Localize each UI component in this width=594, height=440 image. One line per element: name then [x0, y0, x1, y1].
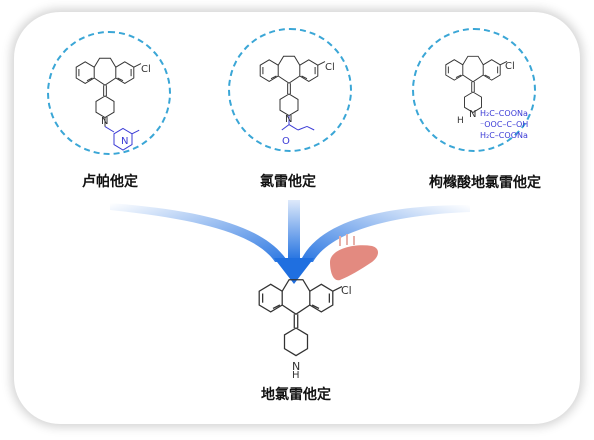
label-desloratadine-citrate: 枸橼酸地氯雷他定: [429, 175, 541, 191]
structure-rupatadine: [75, 57, 142, 151]
citrate-line-1: H₂C–COONa: [480, 109, 528, 118]
compound-circle-rupatadine: [47, 31, 171, 155]
atom-cl-2: Cl: [325, 62, 335, 73]
arrow-from-loratadine: [288, 200, 300, 262]
label-rupatadine: 卢帕他定: [82, 174, 138, 190]
arrow-head: [274, 258, 314, 284]
citrate-line-3: H₂C–COONa: [480, 131, 528, 140]
atom-h-product: H: [292, 370, 300, 381]
atom-n-3: N: [469, 109, 477, 120]
atom-n-product: N: [292, 360, 301, 373]
label-loratadine: 氯雷他定: [260, 174, 316, 190]
label-desloratadine: 地氯雷他定: [261, 387, 331, 403]
atom-o-2: O: [282, 136, 290, 147]
citrate-salt: H₂C–COONa ⁻OOC–C–OH H₂C–COONa: [480, 108, 528, 141]
arrow-from-desloratadine-citrate: [300, 205, 470, 262]
arrow-from-rupatadine: [110, 203, 288, 262]
citrate-line-2: ⁻OOC–C–OH: [480, 120, 529, 129]
atom-n-2: N: [285, 114, 293, 125]
atom-n-1b: N: [121, 136, 129, 147]
atom-h-3: H: [457, 116, 464, 126]
structure-desloratadine: [258, 279, 343, 357]
structure-loratadine: [259, 55, 326, 131]
liver-icon: [330, 234, 378, 281]
atom-n-1: N: [101, 116, 109, 127]
structure-desloratadine-citrate: [445, 55, 508, 113]
compound-circle-loratadine: [228, 28, 352, 152]
compound-circle-desloratadine-citrate: [412, 28, 536, 152]
atom-cl-1: Cl: [141, 64, 151, 75]
atom-cl-product: Cl: [341, 284, 352, 297]
atom-cl-3: Cl: [505, 61, 515, 72]
